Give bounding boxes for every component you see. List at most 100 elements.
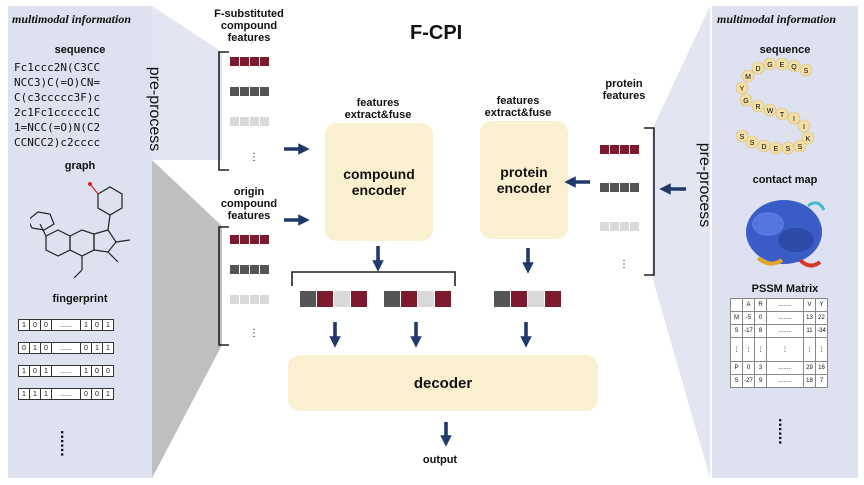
f-sub-bracket <box>218 51 229 171</box>
protein-letter: G <box>767 62 772 69</box>
box-line: encoder <box>351 182 407 198</box>
pssm-cell: 18 <box>803 374 816 388</box>
contact-map-image <box>746 200 826 268</box>
fingerprint-label: fingerprint <box>52 293 108 305</box>
label-line: features <box>356 97 400 109</box>
feat-extract-left: features extract&fuse <box>328 97 428 121</box>
label-line: F-substituted <box>214 8 284 20</box>
pssm-cell: ........ <box>766 311 804 325</box>
feat-extract-right: features extract&fuse <box>468 95 568 119</box>
label-line: features <box>227 210 271 222</box>
pssm-cell: Y <box>815 298 828 312</box>
pssm-cell: 0 <box>754 311 767 325</box>
protein-letter: G <box>743 98 748 105</box>
protein-letter: W <box>767 108 774 115</box>
origin-label: origin compound features <box>214 186 284 222</box>
pssm-cell: -17 <box>742 324 755 338</box>
protein-letter: Q <box>791 64 797 71</box>
f-sub-bar-gray <box>230 87 269 96</box>
vertical-dots: ⋮ <box>249 328 259 339</box>
pssm-cell: -5 <box>742 311 755 325</box>
f-substituted-label: F-substituted compound features <box>214 8 284 44</box>
left-panel-heading: multimodal information <box>12 12 132 26</box>
protein-letter: I <box>793 116 795 123</box>
box-line: compound <box>343 166 415 182</box>
fp-cell: ...... <box>51 388 81 400</box>
smiles-line: 2c1Fc1ccccc1C <box>14 106 101 119</box>
protein-letter: S <box>786 146 791 153</box>
pssm-cell: ⋮ <box>730 337 743 362</box>
protein-letter: R <box>755 104 760 111</box>
pssm-cell: ⋮ <box>766 337 804 362</box>
pssm-cell: A <box>742 298 755 312</box>
pssm-cell <box>730 298 743 312</box>
label-line: compound <box>220 20 278 32</box>
protein-letter: K <box>806 136 811 143</box>
pssm-cell: P <box>730 361 743 375</box>
pssm-cell: R <box>754 298 767 312</box>
origin-bar-gray <box>230 265 269 274</box>
concat-vector-1 <box>300 291 367 307</box>
decoder-label: decoder <box>413 374 473 392</box>
pssm-cell: 0 <box>742 361 755 375</box>
smiles-block: Fc1ccc2N(C3CC NCC3)C(=O)CN= C(c3ccccc3F)… <box>14 60 100 150</box>
pssm-cell: 22 <box>815 311 828 325</box>
fp-cell: 0 <box>80 388 92 400</box>
pssm-row: ⋮⋮⋮⋮⋮⋮ <box>730 337 828 362</box>
protein-letter: S <box>798 144 803 151</box>
graph-label: graph <box>64 160 96 172</box>
protein-features-label: protein features <box>594 78 654 102</box>
pssm-label: PSSM Matrix <box>751 283 819 295</box>
pssm-cell: ⋮ <box>815 337 828 362</box>
vertical-dots: ⋮ <box>249 152 259 163</box>
smiles-line: C(c3ccccc3F)c <box>14 91 101 104</box>
origin-bar-light <box>230 295 269 304</box>
protein-letter: T <box>780 112 785 119</box>
protein-bar-red <box>600 145 639 154</box>
pssm-cell: M <box>730 311 743 325</box>
smiles-line: NCC3)C(=O)CN= <box>14 76 101 89</box>
label-line: extract&fuse <box>484 107 552 119</box>
pssm-cell: -27 <box>742 374 755 388</box>
pssm-cell: 8 <box>754 324 767 338</box>
pssm-cell: ........ <box>766 324 804 338</box>
protein-letter: S <box>750 140 755 147</box>
pssm-cell: 11 <box>803 324 816 338</box>
molecule-graph-image <box>30 182 131 279</box>
protein-bar-light <box>600 222 639 231</box>
contact-map-label: contact map <box>752 174 818 186</box>
protein-bar-gray <box>600 183 639 192</box>
protein-letter: S <box>804 68 809 75</box>
label-line: compound <box>220 198 278 210</box>
pssm-cell: S <box>730 324 743 338</box>
protein-letter: S <box>740 134 745 141</box>
f-sub-bar-red <box>230 57 269 66</box>
pssm-cell: ⋮ <box>742 337 755 362</box>
concat-vector-2 <box>384 291 451 307</box>
pssm-cell: 9 <box>754 374 767 388</box>
pssm-cell: -34 <box>815 324 828 338</box>
pssm-cell: S <box>730 374 743 388</box>
pssm-cell: ⋮ <box>754 337 767 362</box>
pssm-cell: ........ <box>766 298 804 312</box>
box-line: encoder <box>496 180 552 196</box>
pssm-cell: 13 <box>803 311 816 325</box>
pssm-cell: 3 <box>754 361 767 375</box>
concat-vector-3 <box>494 291 561 307</box>
protein-letter: D <box>761 144 766 151</box>
protein-bracket <box>644 127 655 276</box>
fp-cell: 1 <box>102 342 114 354</box>
